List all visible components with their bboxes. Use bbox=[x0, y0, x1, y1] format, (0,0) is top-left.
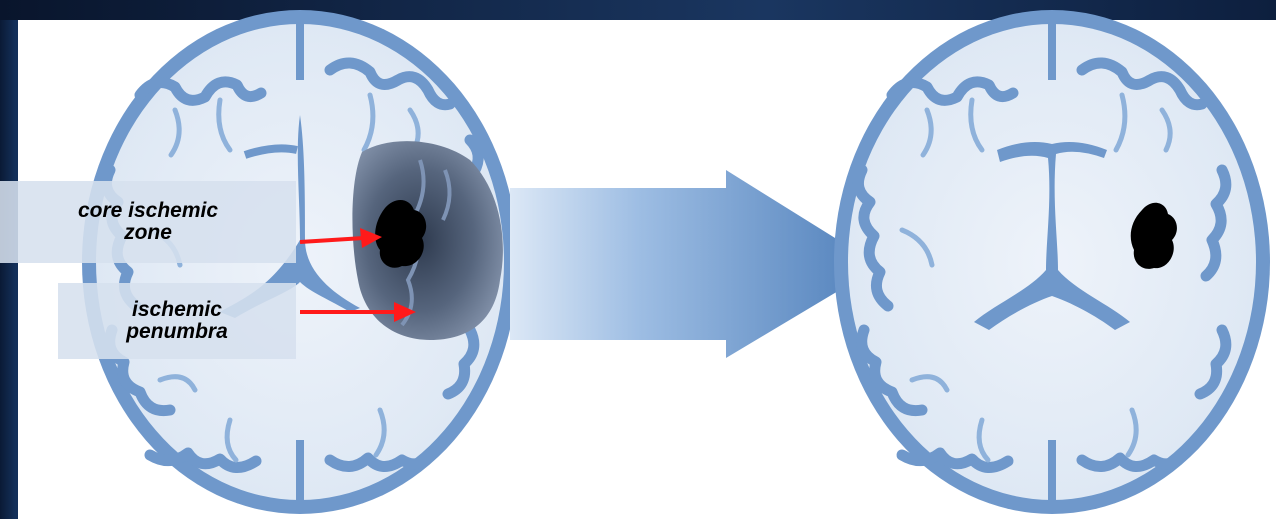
brain-right bbox=[834, 10, 1270, 514]
label-penumbra-line2: penumbra bbox=[58, 321, 296, 343]
label-ischemic-penumbra: ischemic penumbra bbox=[58, 283, 296, 359]
label-core-line1: core ischemic bbox=[0, 200, 296, 222]
label-core-line2: zone bbox=[0, 222, 296, 244]
transition-arrow bbox=[510, 170, 880, 358]
label-core-ischemic-zone: core ischemic zone bbox=[0, 181, 296, 263]
label-penumbra-line1: ischemic bbox=[58, 299, 296, 321]
